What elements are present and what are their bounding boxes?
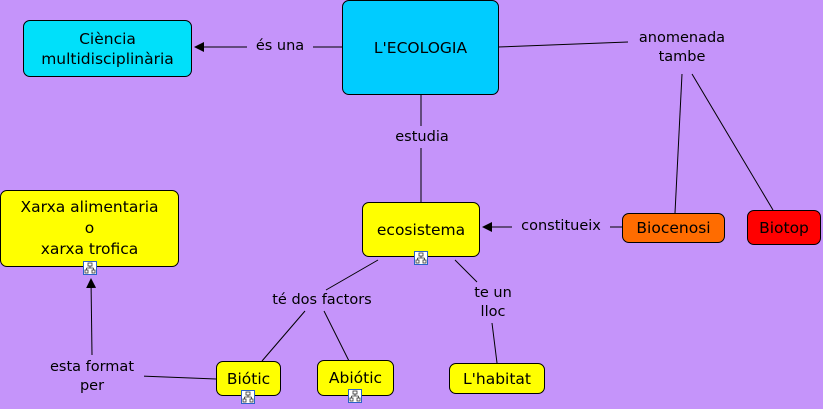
- link-estudia: estudia: [386, 128, 458, 147]
- submap-icon-xarxa[interactable]: [83, 261, 97, 275]
- submap-icon: [84, 262, 96, 274]
- node-biocenosi[interactable]: Biocenosi: [622, 213, 725, 243]
- node-biotop[interactable]: Biotop: [747, 210, 821, 245]
- node-habitat[interactable]: L'habitat: [449, 363, 545, 394]
- node-xarxa[interactable]: Xarxa alimentaria o xarxa trofica: [0, 190, 179, 267]
- link-esta-format-per: esta format per: [40, 358, 144, 396]
- link-te-dos-factors: té dos factors: [260, 291, 384, 310]
- node-ecologia[interactable]: L'ECOLOGIA: [342, 0, 499, 95]
- node-ecosistema[interactable]: ecosistema: [362, 202, 480, 257]
- submap-icon-biotic[interactable]: [241, 390, 255, 404]
- line-biotic-format: [139, 375, 217, 380]
- line-format-xarxa: [86, 278, 97, 356]
- node-abiotic[interactable]: Abiótic: [317, 360, 394, 396]
- link-anomenada-tambe: anomenada tambe: [628, 29, 736, 67]
- line-anomenada-biotop: [691, 73, 774, 211]
- line-factors-abiotic: [323, 310, 350, 362]
- submap-icon: [415, 252, 427, 264]
- link-constitueix: constitueix: [512, 217, 610, 236]
- line-ecosistema-factors: [325, 259, 379, 291]
- submap-icon-ecosistema[interactable]: [414, 251, 428, 265]
- line-lloc-habitat: [491, 322, 498, 364]
- submap-icon: [349, 390, 361, 402]
- line-ecosistema-lloc: [454, 259, 478, 283]
- node-ciencia[interactable]: Ciència multidisciplinària: [23, 20, 192, 77]
- submap-icon-abiotic[interactable]: [348, 389, 362, 403]
- line-anomenada-biocenosi: [674, 73, 683, 214]
- line-factors-biotic: [261, 310, 306, 362]
- submap-icon: [242, 391, 254, 403]
- node-biotic[interactable]: Biótic: [216, 361, 281, 396]
- link-te-un-lloc: te un lloc: [463, 284, 523, 322]
- link-es-una: és una: [247, 37, 313, 56]
- line-ecologia-anomenada: [497, 41, 629, 48]
